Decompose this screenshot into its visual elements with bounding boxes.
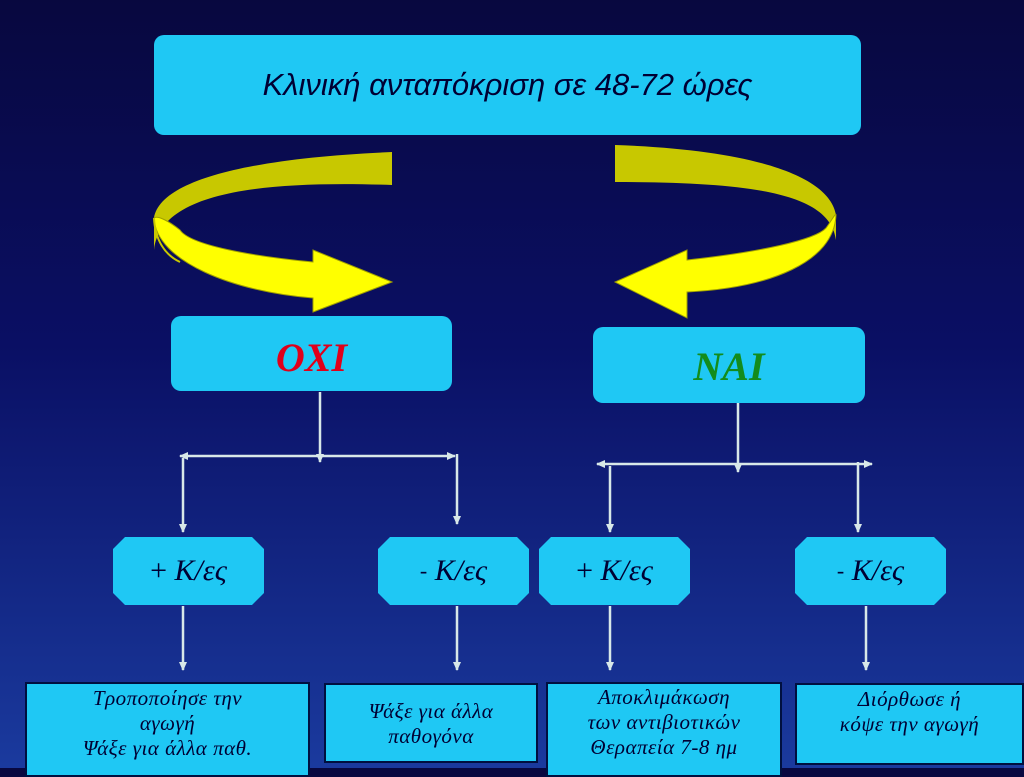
branch-yes-label: ΝΑΙ	[693, 344, 765, 389]
question-box: Κλινική ανταπόκριση σε 48-72 ώρες	[154, 35, 861, 135]
branch-no-box: ΟΧΙ	[171, 316, 452, 391]
result-sign: -	[836, 558, 845, 583]
action-line: αγωγή	[139, 711, 196, 735]
action-box: Ψάξε για άλλα παθογόνα	[324, 683, 538, 763]
action-line: Τροποποίησε την	[92, 686, 243, 710]
curved-arrow-right-icon	[613, 145, 837, 319]
action-box: Διόρθωσε ή κόψε την αγωγή	[795, 683, 1024, 765]
curved-arrow-left-icon	[153, 152, 394, 313]
right-tree-connectors	[596, 402, 873, 671]
result-sign: +	[576, 554, 594, 587]
action-line: Θεραπεία 7-8 ημ	[590, 735, 738, 759]
action-box: Αποκλιμάκωση των αντιβιοτικών Θεραπεία 7…	[546, 682, 782, 777]
result-box: - Κ/ες	[378, 537, 529, 605]
branch-yes-box: ΝΑΙ	[593, 327, 865, 403]
result-label: Κ/ες	[434, 554, 488, 587]
result-label: Κ/ες	[851, 554, 905, 587]
action-line: Αποκλιμάκωση	[597, 685, 731, 709]
action-line: κόψε την αγωγή	[839, 712, 980, 736]
action-line: Διόρθωσε ή	[857, 687, 962, 711]
result-box: - Κ/ες	[795, 537, 946, 605]
result-label: Κ/ες	[600, 554, 653, 587]
result-sign: -	[419, 558, 428, 583]
result-box: + Κ/ες	[539, 537, 690, 605]
result-sign: +	[150, 554, 168, 587]
result-label: Κ/ες	[174, 554, 227, 587]
left-tree-connectors	[179, 392, 461, 671]
action-line: παθογόνα	[388, 724, 474, 748]
question-title: Κλινική ανταπόκριση σε 48-72 ώρες	[262, 67, 753, 102]
action-line: Ψάξε για άλλα	[368, 699, 494, 723]
result-box: + Κ/ες	[113, 537, 264, 605]
action-line: Ψάξε για άλλα παθ.	[82, 736, 253, 760]
action-line: των αντιβιοτικών	[587, 710, 741, 734]
action-box: Τροποποίησε την αγωγή Ψάξε για άλλα παθ.	[25, 682, 310, 777]
branch-no-label: ΟΧΙ	[275, 335, 348, 380]
